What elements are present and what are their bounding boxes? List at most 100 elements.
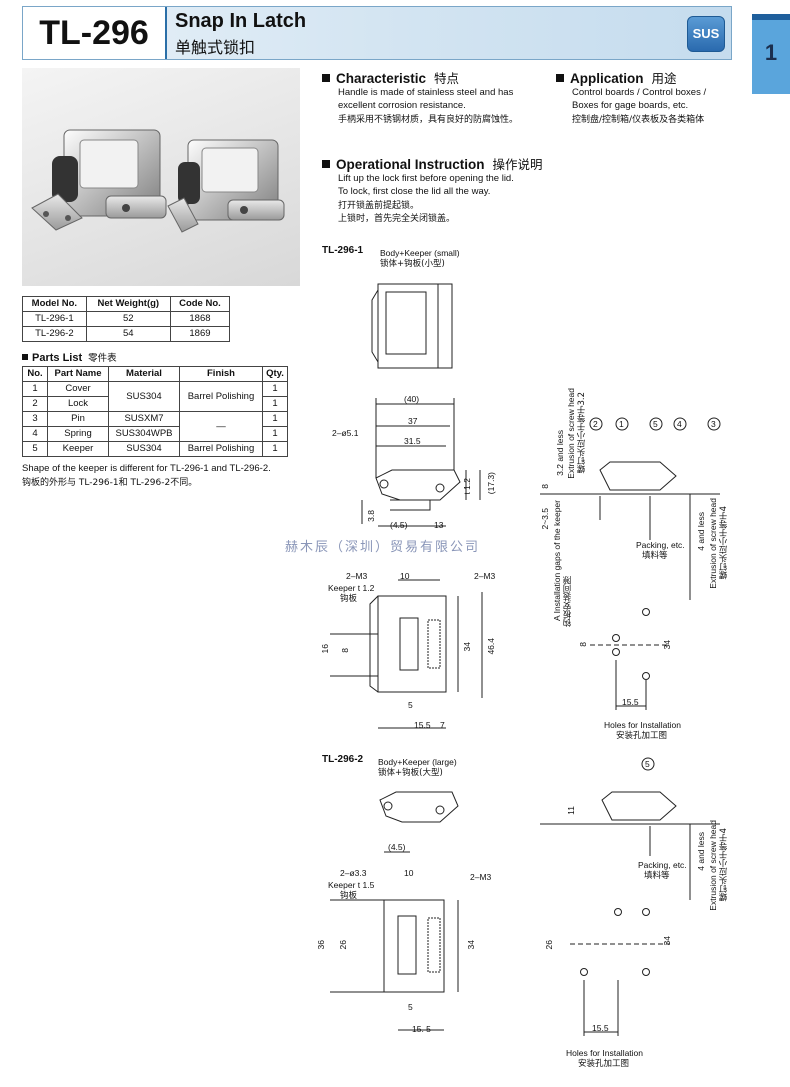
- parts-title: Parts List: [32, 352, 83, 364]
- keeper-label-cn: 钩板: [340, 891, 358, 901]
- operation-text: Lift up the lock first before opening th…: [338, 173, 514, 198]
- table-cell: SUS304: [108, 381, 180, 412]
- table-header-cell: No.: [22, 366, 48, 382]
- sus-badge: SUS: [687, 16, 725, 52]
- table-row: 1 Cover SUS304 Barrel Polishing 1: [22, 381, 288, 412]
- table-cell: 1: [262, 381, 288, 397]
- drawing-caption: Body+Keeper (large): [378, 757, 457, 767]
- dim-label: 16: [320, 644, 330, 654]
- table-header-cell: Code No.: [169, 296, 231, 312]
- table-cell: Barrel Polishing: [179, 441, 263, 457]
- table-cell: SUS304: [108, 441, 180, 457]
- table-cell: 1868: [169, 311, 231, 327]
- characteristic-line: excellent corrosion resistance.: [338, 99, 466, 111]
- table-cell: Keeper: [47, 441, 109, 457]
- header-banner: TL-296 Snap In Latch 单触式锁扣 SUS: [22, 6, 732, 60]
- table-row: TL-296-1 52 1868: [22, 311, 231, 327]
- dim-label: 10: [404, 868, 414, 878]
- table-cell: 2: [22, 396, 48, 412]
- product-photo: [22, 68, 300, 286]
- operation-line-cn: 上锁时，首先完全关闭锁盖。: [338, 213, 456, 224]
- product-title-en: Snap In Latch: [175, 10, 307, 32]
- dim-label: 5: [408, 1002, 413, 1012]
- dim-label: 2–ø5.1: [332, 428, 359, 438]
- dim-label: 4 and less: [696, 832, 706, 871]
- table-header-cell: Material: [108, 366, 180, 382]
- dim-label: 34: [462, 642, 472, 652]
- operation-line: Lift up the lock first before opening th…: [338, 173, 514, 184]
- note-label-cn: 螺钉头应小于等于4: [719, 828, 729, 902]
- balloon-number: 2: [593, 419, 598, 429]
- dim-label: 3.2 and less: [555, 430, 565, 476]
- dim-label: 46.4: [486, 638, 496, 655]
- dim-label: 8: [540, 484, 550, 489]
- characteristic-title: Characteristic: [336, 71, 427, 86]
- balloon-number: 5: [645, 759, 650, 769]
- packing-label: Packing, etc.: [636, 540, 685, 550]
- dim-label: 2–ø3.3: [340, 868, 367, 878]
- operation-line-cn: 打开锁盖前提起锁。: [338, 201, 420, 211]
- balloon-number: 3: [711, 419, 716, 429]
- chapter-tab: 1: [752, 14, 790, 94]
- model-title: TL-296: [23, 7, 167, 59]
- dim-label: 26: [544, 940, 554, 950]
- characteristic-line: Handle is made of stainless steel and ha…: [338, 87, 514, 98]
- drawing-caption-cn: 锁体+钩板(大型): [378, 768, 443, 778]
- balloon-number: 5: [653, 419, 658, 429]
- holes-caption: Holes for Installation: [604, 720, 682, 730]
- characteristic-text-cn: 手柄采用不锈钢材质，具有良好的防腐蚀性。: [338, 115, 519, 125]
- dim-label: 2~3.5: [540, 508, 550, 530]
- note-label: Extrusion of screw head: [708, 498, 718, 589]
- dim-label: 31.5: [404, 436, 421, 446]
- table-row: 5 Keeper SUS304 Barrel Polishing 1: [22, 441, 288, 457]
- dim-label: 15.5: [622, 697, 639, 707]
- dim-label: (4.5): [390, 520, 408, 530]
- holes-caption-cn: 安装孔加工图: [616, 731, 668, 741]
- table-header-cell: Part Name: [47, 366, 109, 382]
- keeper-note-cn: 钩板的外形与 TL-296-1和 TL-296-2不同。: [22, 478, 198, 488]
- dim-label: t 1.2: [462, 478, 472, 495]
- dim-label: 2–M3: [346, 571, 368, 581]
- table-cell: Spring: [47, 426, 109, 442]
- dim-label: 5: [408, 700, 413, 710]
- table-cell: 1: [262, 396, 288, 412]
- dim-label: 36: [316, 940, 326, 950]
- table-header-cell: Finish: [179, 366, 263, 382]
- table-cell: TL-296-2: [22, 326, 87, 342]
- table-cell: TL-296-1: [22, 311, 87, 327]
- balloon-number: 4: [677, 419, 682, 429]
- keeper-note: Shape of the keeper is different for TL-…: [22, 463, 271, 474]
- table-header-cell: Net Weight(g): [85, 296, 171, 312]
- holes-caption-cn: 安装孔加工图: [578, 1059, 630, 1069]
- operation-line: To lock, first close the lid all the way…: [338, 185, 491, 197]
- table-cell: 1: [262, 441, 288, 457]
- dim-label: 3.8: [366, 510, 376, 522]
- bullet-square-icon: [556, 74, 564, 82]
- table-row: 3 Pin SUSXM7 — 1: [22, 411, 288, 442]
- dim-label: 34: [466, 940, 476, 950]
- balloon-number: 1: [619, 419, 624, 429]
- note-label-cn: 螺钉头应小于等于3.2: [577, 392, 587, 474]
- packing-label-cn: 填料等: [644, 871, 670, 881]
- application-title: Application: [570, 71, 644, 86]
- product-title-cn: 单触式锁扣: [175, 38, 256, 57]
- table-cell: Pin: [47, 411, 109, 427]
- table-cell: 52: [85, 311, 171, 327]
- dim-label: 37: [408, 416, 418, 426]
- dim-label: 8: [578, 642, 588, 647]
- table-cell: 1: [22, 381, 48, 397]
- application-line: Control boards / Control boxes /: [572, 87, 707, 98]
- bullet-square-icon: [22, 354, 28, 360]
- table-row: 2 Lock 1: [22, 396, 288, 412]
- operation-title: Operational Instruction: [336, 157, 485, 172]
- table-cell: 54: [85, 326, 171, 342]
- dim-label: 11: [566, 806, 576, 815]
- dim-label: (4.5): [388, 842, 406, 852]
- holes-caption: Holes for Installation: [566, 1048, 644, 1058]
- dim-label: 15.5: [592, 1023, 609, 1033]
- note-label: Extrusion of screw head: [708, 820, 718, 911]
